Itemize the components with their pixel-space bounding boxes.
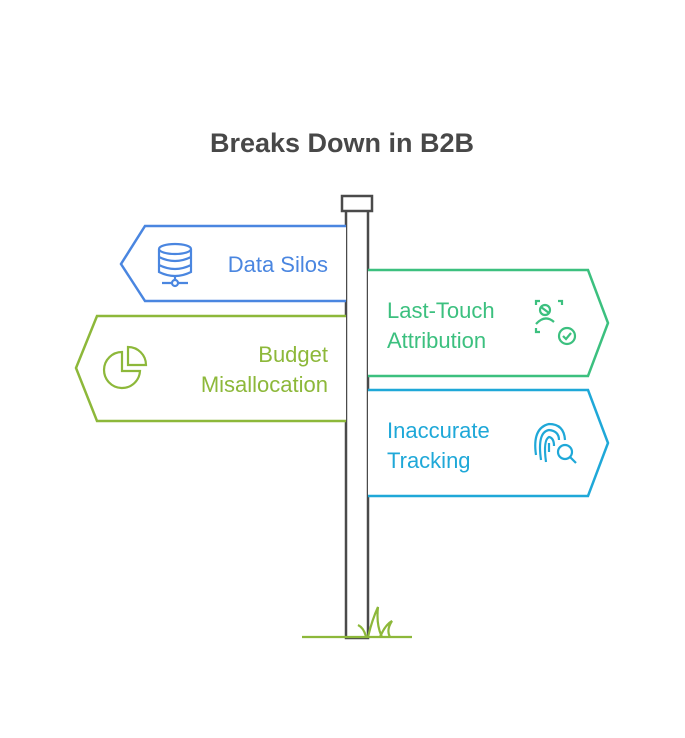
user-focus-check-icon <box>534 299 577 346</box>
sign-budget-misallocation: Budget Misallocation <box>74 314 346 423</box>
sign-label: Budget <box>258 342 328 367</box>
database-network-icon <box>157 242 193 288</box>
sign-data-silos: Data Silos <box>119 224 346 303</box>
fingerprint-search-icon <box>534 422 577 464</box>
signpost-pole <box>340 194 374 640</box>
grass-icon <box>302 606 412 639</box>
sign-label: Data Silos <box>228 252 328 277</box>
diagram-title: Breaks Down in B2B <box>210 128 474 158</box>
sign-label: Misallocation <box>201 372 328 397</box>
sign-label: Last-Touch <box>387 298 495 323</box>
pie-chart-icon <box>102 345 148 390</box>
sign-label: Inaccurate <box>387 418 490 443</box>
sign-label: Attribution <box>387 328 486 353</box>
sign-inaccurate-tracking: Inaccurate Tracking <box>368 388 610 498</box>
sign-last-touch-attribution: Last-Touch Attribution <box>368 268 610 378</box>
sign-label: Tracking <box>387 448 471 473</box>
